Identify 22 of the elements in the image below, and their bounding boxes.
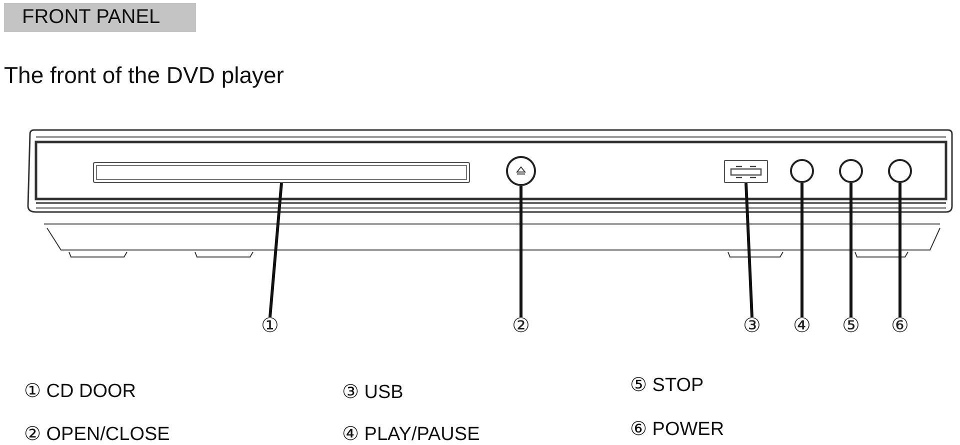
callout-number: ② [510, 314, 532, 336]
leader-line [898, 183, 902, 317]
legend-text: ⑤ STOP [630, 374, 704, 397]
section-heading: FRONT PANEL [4, 3, 196, 32]
callout-number: ① [259, 314, 281, 336]
legend-text: ① CD DOOR [24, 380, 136, 403]
subtitle: The front of the DVD player [4, 62, 284, 89]
leader-line [744, 182, 754, 318]
legend-text: ⑥ POWER [630, 418, 724, 441]
legend-text: ② OPEN/CLOSE [24, 423, 170, 445]
legend-text: ③ USB [342, 381, 404, 404]
callout-number: ③ [741, 314, 763, 336]
leader-line [520, 186, 522, 317]
leader-line [268, 182, 283, 318]
leader-line [850, 183, 852, 317]
usb-port [724, 160, 768, 183]
disc-slot [93, 162, 470, 183]
callout-number: ⑥ [889, 314, 911, 336]
callout-number: ④ [791, 314, 813, 336]
leader-line [800, 183, 804, 317]
legend-text: ④ PLAY/PAUSE [342, 423, 480, 445]
callout-number: ⑤ [840, 314, 862, 336]
